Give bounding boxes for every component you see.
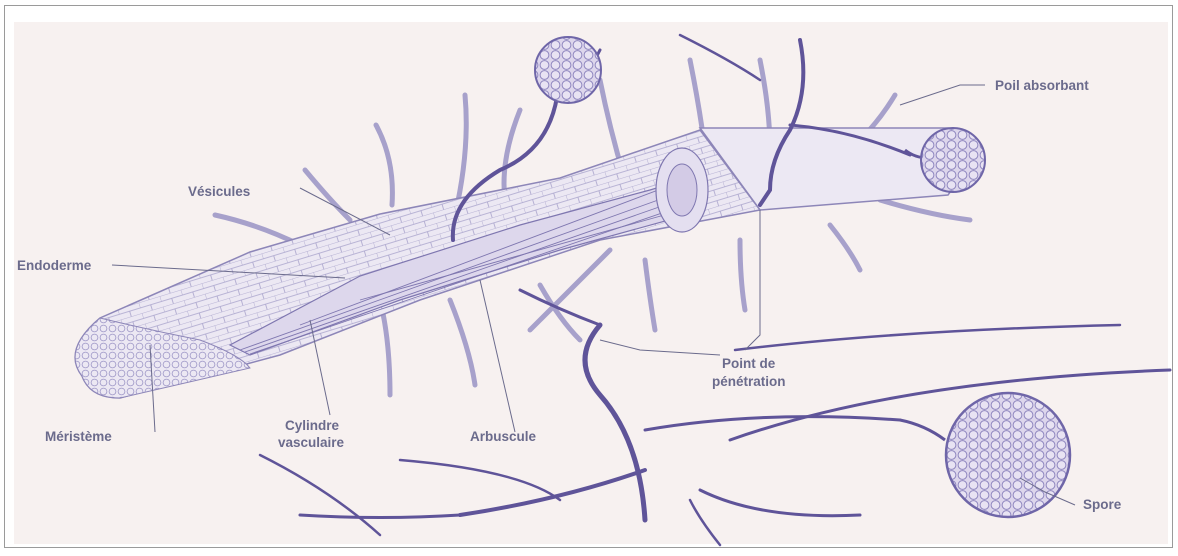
label-meristeme: Méristème (45, 429, 112, 444)
spore-top (535, 37, 601, 103)
label-point-de: Point de (722, 356, 776, 371)
label-cylindre: Cylindre (285, 418, 340, 433)
spore-bottom (900, 393, 1070, 517)
label-vesicules: Vésicules (188, 184, 250, 199)
label-spore: Spore (1083, 497, 1122, 512)
root (75, 128, 961, 398)
label-vasculaire: vasculaire (278, 435, 345, 450)
label-arbuscule: Arbuscule (470, 429, 537, 444)
label-poil-absorbant: Poil absorbant (995, 78, 1089, 93)
label-endoderme: Endoderme (17, 258, 92, 273)
label-penetration: pénétration (712, 374, 786, 389)
